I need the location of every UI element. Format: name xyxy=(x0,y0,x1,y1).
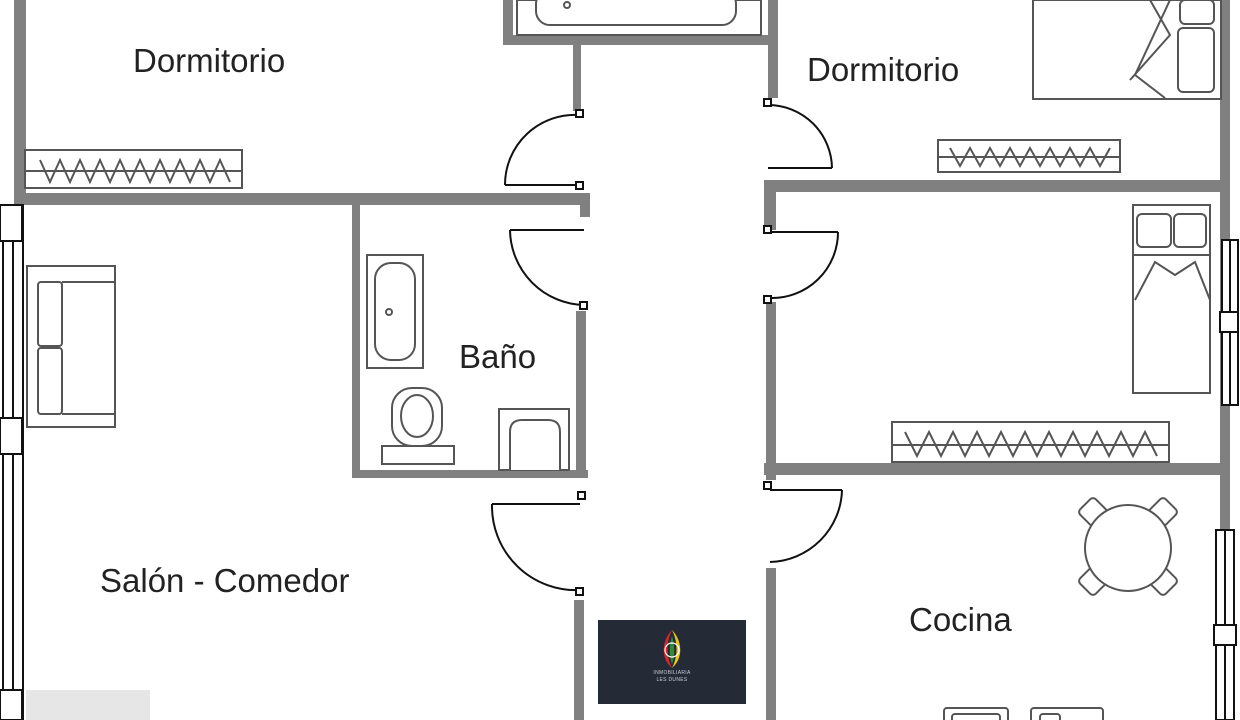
room-label-bedroom-left: Dormitorio xyxy=(133,42,286,79)
agency-name-line2: LES DUNES xyxy=(656,677,688,683)
walls xyxy=(14,0,1230,720)
bathtub xyxy=(366,254,424,369)
agency-logo-text: INMOBILIARIA LES DUNES xyxy=(598,670,746,684)
sink xyxy=(498,408,570,471)
bathtub-top xyxy=(516,0,762,36)
agency-name-line1: INMOBILIARIA xyxy=(653,670,691,676)
agency-logo-icon xyxy=(663,630,681,668)
bottom-left-cabinet xyxy=(26,690,150,720)
wardrobe-top-left xyxy=(24,149,243,189)
room-label-living-dining: Salón - Comedor xyxy=(100,562,350,599)
room-label-kitchen: Cocina xyxy=(909,601,1012,638)
wardrobe-middle-right xyxy=(891,421,1170,463)
dining-table xyxy=(1078,497,1178,596)
sofa xyxy=(26,265,116,428)
agency-logo: INMOBILIARIA LES DUNES xyxy=(598,620,746,704)
toilet xyxy=(381,387,455,465)
single-bed xyxy=(1132,204,1211,394)
doors xyxy=(490,98,843,596)
room-label-bedroom-right: Dormitorio xyxy=(807,51,960,88)
wardrobe-top-right xyxy=(937,139,1121,173)
windows xyxy=(0,204,1239,720)
double-bed xyxy=(1032,0,1222,100)
furniture xyxy=(24,0,1222,720)
room-label-bathroom: Baño xyxy=(459,338,537,375)
kitchen-appliances xyxy=(943,707,1104,720)
